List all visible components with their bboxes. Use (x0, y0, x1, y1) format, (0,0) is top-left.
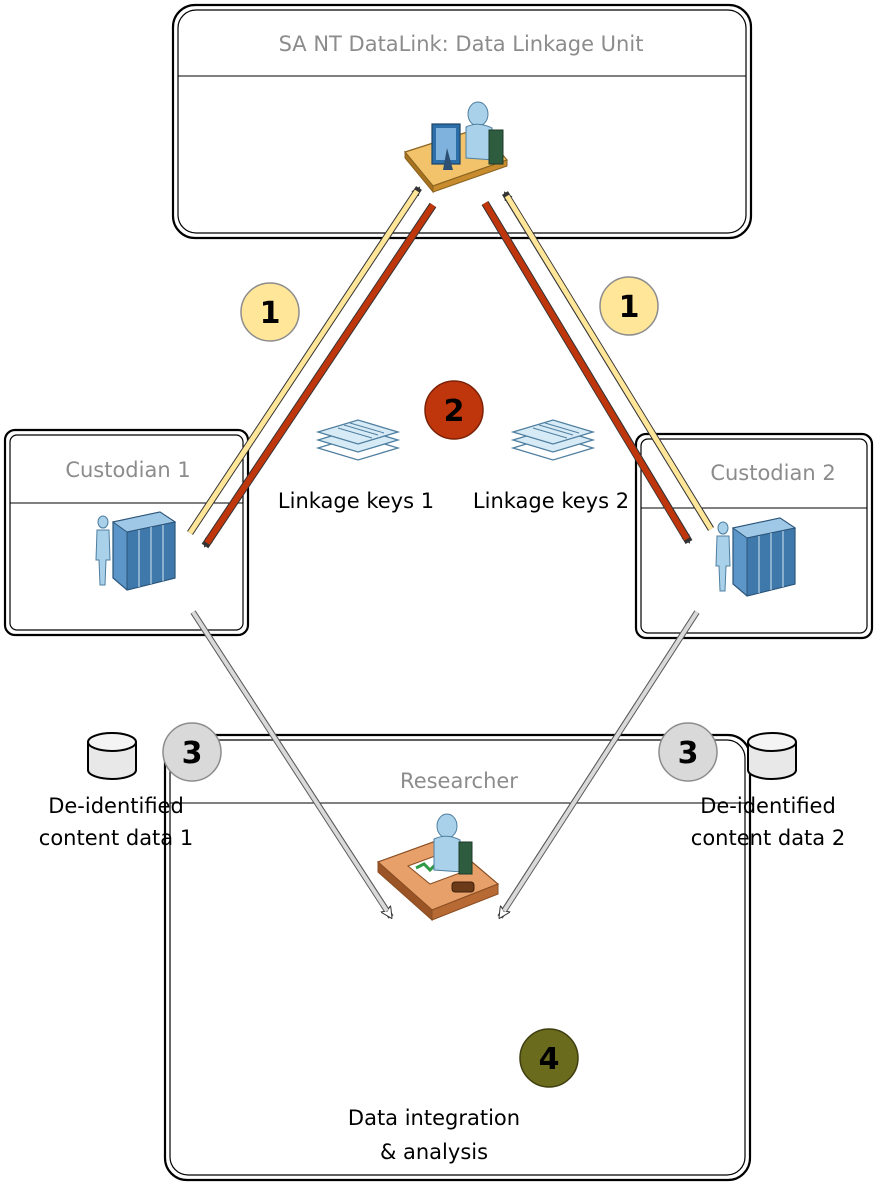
content-data-2-label-line2: content data 2 (691, 826, 845, 850)
step-3-right-marker: 3 (658, 722, 718, 782)
linkage-unit-box: SA NT DataLink: Data Linkage Unit (171, 3, 753, 240)
operator-at-desk-icon (403, 101, 509, 194)
step-4-marker: 4 (519, 1028, 579, 1088)
content-data-1-label-line1: De-identified (48, 794, 184, 818)
researcher-at-desk-icon (376, 813, 500, 922)
linkage-keys-1-label: Linkage keys 1 (278, 489, 434, 513)
step-2-number: 2 (444, 394, 465, 429)
researcher-title: Researcher (400, 769, 518, 793)
step-3-left-number: 3 (182, 736, 203, 771)
step-3-left-marker: 3 (162, 722, 222, 782)
integration-label-line2: & analysis (380, 1140, 488, 1164)
step-1-left-number: 1 (260, 296, 281, 331)
custodian-2-title: Custodian 2 (710, 461, 835, 485)
step-4-number: 4 (539, 1042, 560, 1077)
step-1-right-number: 1 (619, 290, 640, 325)
custodian-1-server-icon (95, 511, 177, 591)
researcher-box: Researcher (163, 733, 752, 1182)
linkage-keys-1-icon (315, 419, 401, 461)
content-data-2-label-line1: De-identified (700, 794, 836, 818)
content-data-2-database-icon (747, 732, 797, 780)
linkage-keys-2-icon (510, 419, 596, 461)
linkage-unit-title: SA NT DataLink: Data Linkage Unit (279, 32, 644, 56)
step-3-right-number: 3 (678, 736, 699, 771)
custodian-1-title: Custodian 1 (65, 458, 190, 482)
integration-label-line1: Data integration (348, 1106, 520, 1130)
content-data-1-label-line2: content data 1 (39, 826, 193, 850)
content-data-1-database-icon (87, 732, 137, 780)
step-2-marker: 2 (424, 380, 484, 440)
step-1-right-marker: 1 (599, 276, 659, 336)
step-1-left-marker: 1 (240, 282, 300, 342)
linkage-keys-2-label: Linkage keys 2 (473, 489, 629, 513)
custodian-2-server-icon (715, 517, 797, 597)
